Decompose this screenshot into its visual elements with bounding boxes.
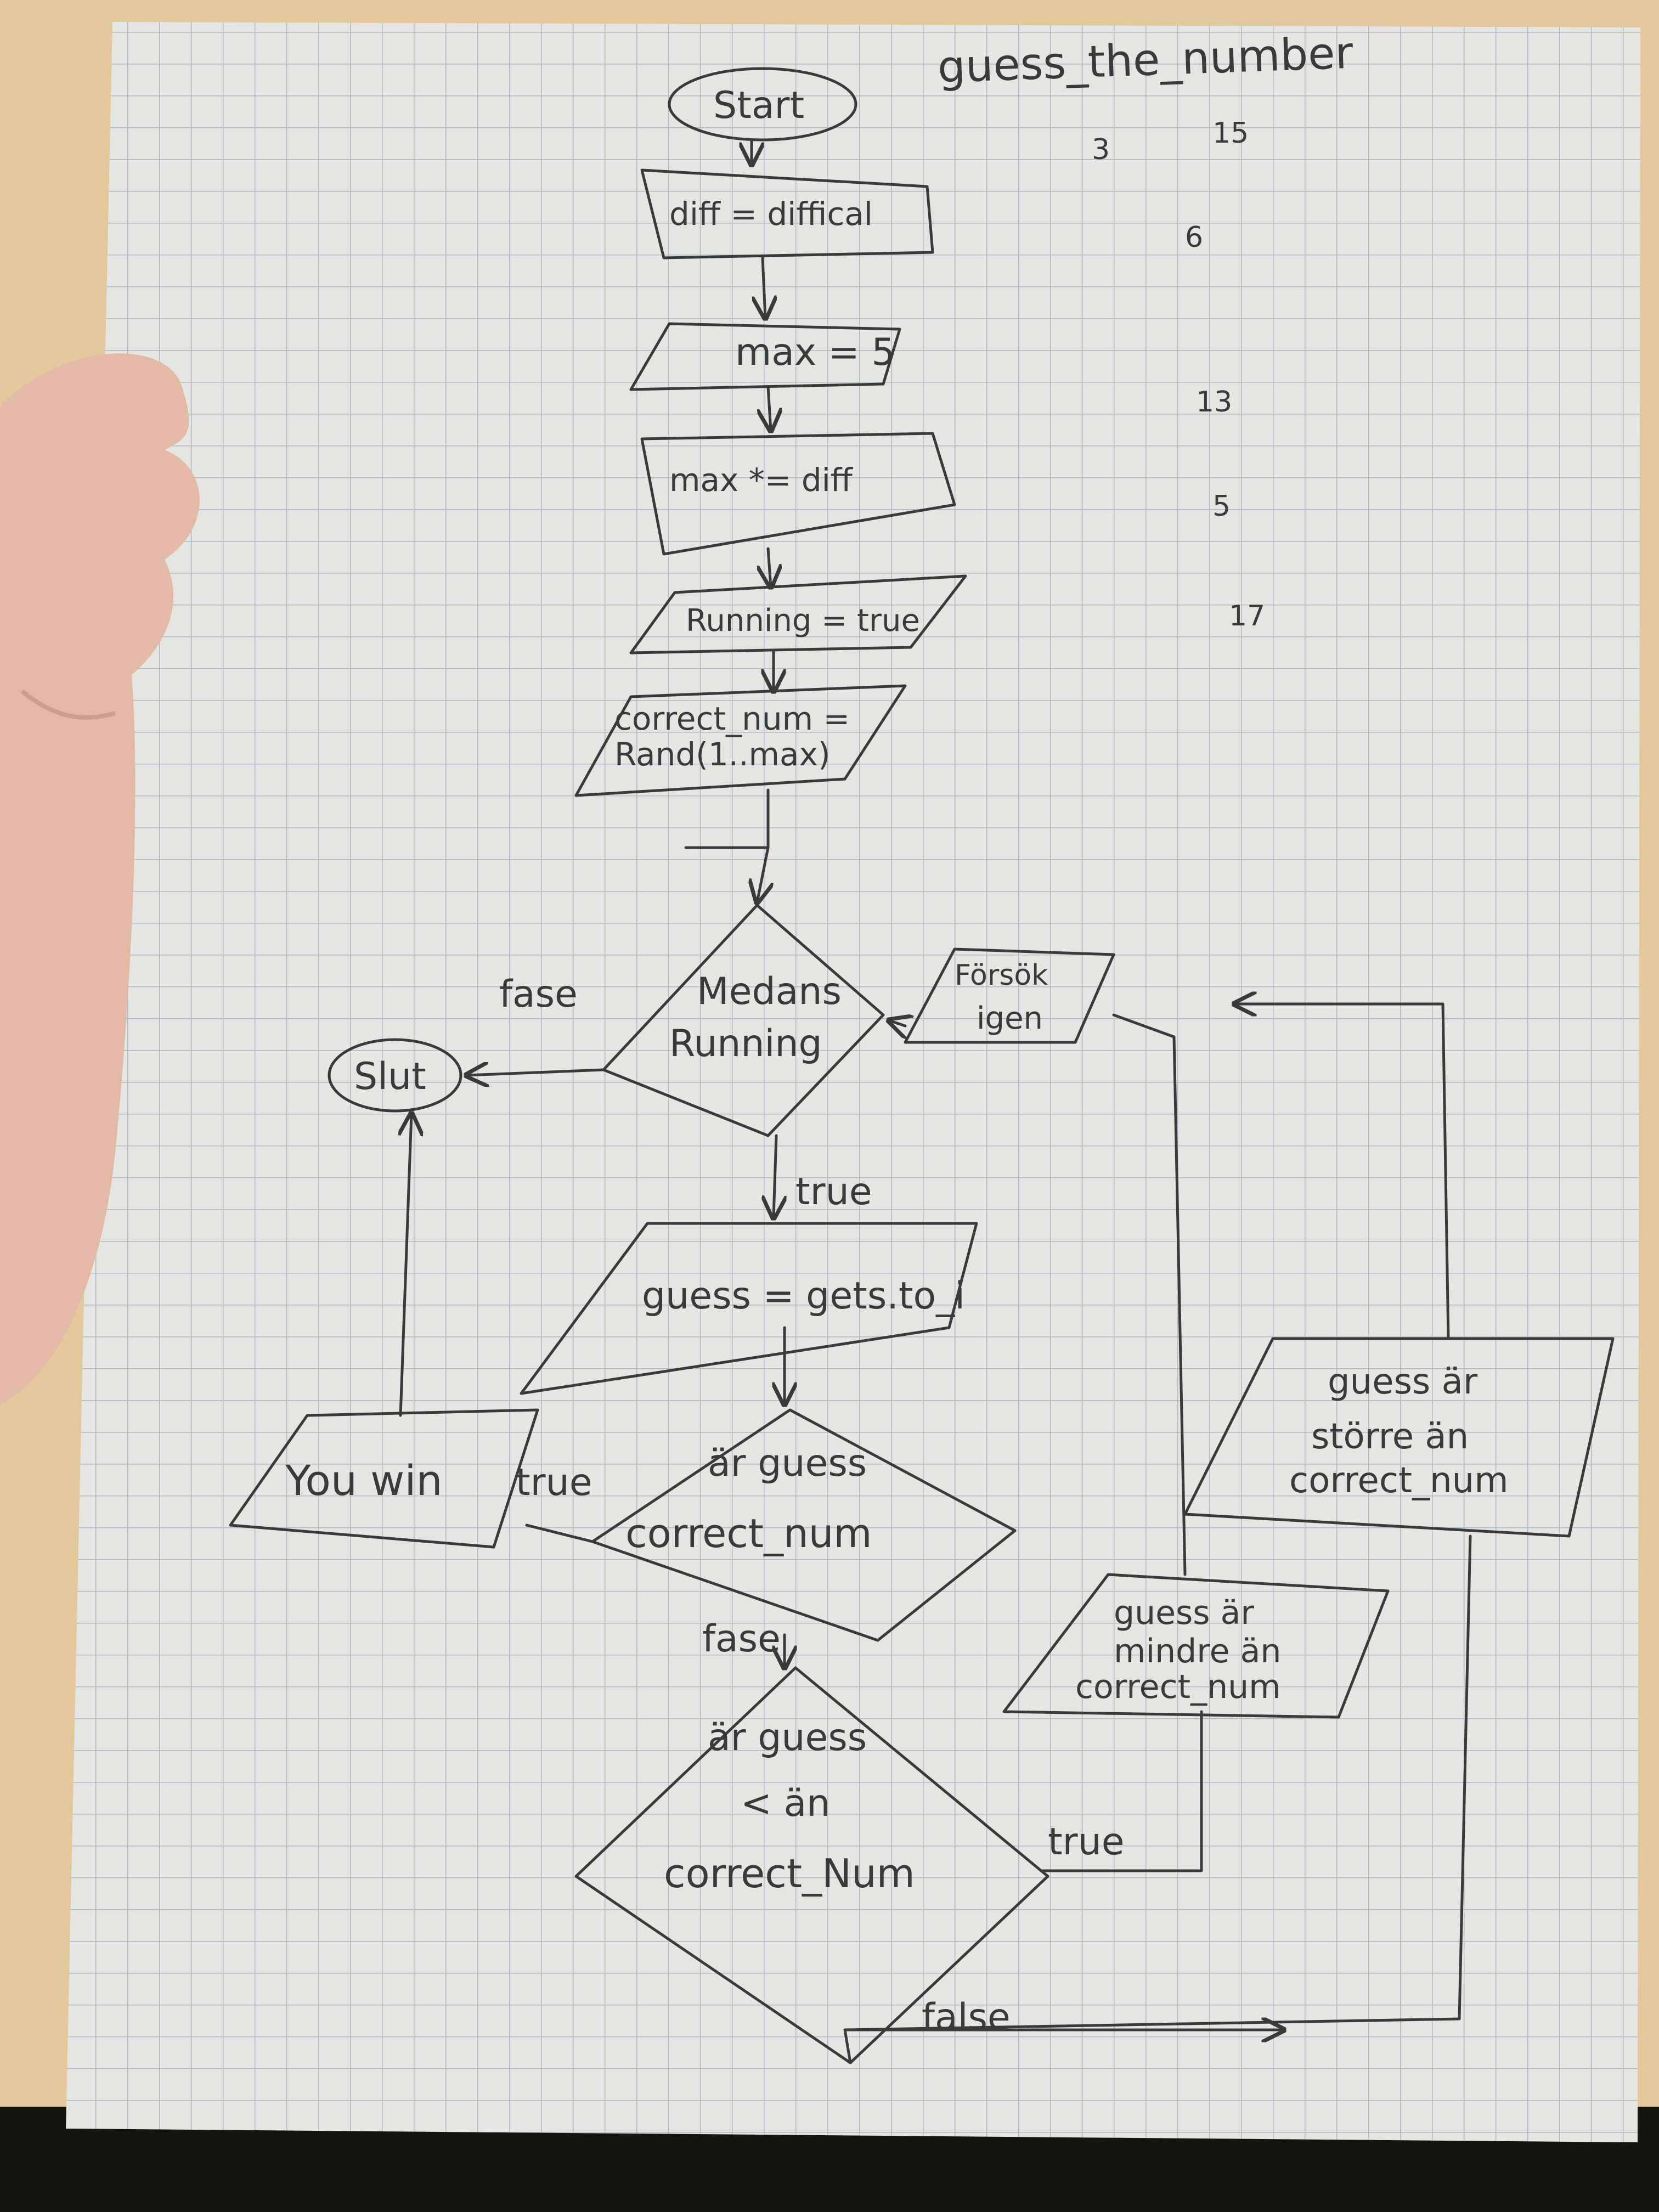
storre-label-3: correct_num — [1289, 1460, 1509, 1501]
edge-label-false: fase — [499, 973, 578, 1016]
youwin-label: You win — [285, 1456, 443, 1505]
ar-eq-label-1: är guess — [708, 1442, 867, 1485]
guess-label: guess = gets.to_i — [642, 1274, 965, 1318]
mindre-label-1: guess är — [1114, 1594, 1254, 1632]
edge-label-true: true — [795, 1170, 872, 1214]
edge-arlt-mindre — [1041, 1710, 1203, 1872]
guess-node — [520, 1222, 978, 1395]
graph-paper — [66, 22, 1640, 2142]
edge-medans-slut — [466, 1070, 605, 1075]
hand — [0, 353, 200, 1405]
hand-crease — [20, 689, 116, 720]
slut-node — [328, 1038, 462, 1113]
ar-eq-label-2: correct_num — [625, 1510, 872, 1556]
margin-number: 13 — [1196, 386, 1232, 419]
margin-number: 15 — [1212, 117, 1249, 150]
edge-label-false: fase — [702, 1617, 781, 1661]
edge-arlt-storre — [843, 1534, 1472, 2064]
edge-label-true: true — [516, 1461, 592, 1504]
diff-label: diff = diffical — [669, 195, 873, 233]
edge-max-maxmul — [768, 385, 771, 431]
edge-forsok-medans — [889, 1020, 905, 1026]
edge-storre-forsok — [1234, 1004, 1450, 1340]
running-node — [629, 574, 967, 654]
edge-mindre-forsok — [1112, 1013, 1187, 1576]
edge-maxmul-running — [768, 547, 771, 587]
margin-number: 3 — [1092, 133, 1110, 166]
storre-node — [1183, 1337, 1615, 1538]
diff-node — [640, 168, 934, 259]
correct-node — [574, 684, 907, 797]
youwin-node — [229, 1408, 539, 1549]
max5-label: max = 5 — [735, 331, 895, 374]
mindre-node — [1002, 1573, 1390, 1719]
edge-youwin-slut — [400, 1114, 411, 1417]
medans-label-2: Running — [669, 1022, 822, 1065]
storre-label-2: större än — [1311, 1417, 1469, 1457]
ar-lt-label-2: < än — [741, 1782, 830, 1825]
edge-areq-youwin — [525, 1523, 594, 1543]
medans-label-1: Medans — [697, 970, 842, 1013]
correct-label-1: correct_num = — [614, 700, 850, 737]
maxmul-label: max *= diff — [669, 461, 854, 499]
correct-label-2: Rand(1..max) — [614, 736, 831, 773]
forsok-node — [904, 947, 1115, 1044]
edge-label-false: false — [922, 1996, 1011, 2039]
running-label: Running = true — [686, 603, 920, 639]
forsok-label-1: Försök — [955, 959, 1048, 992]
margin-number: 6 — [1185, 221, 1203, 254]
max5-node — [629, 322, 901, 391]
medans-node — [602, 904, 885, 1137]
edge-diff-max — [763, 256, 765, 318]
margin-number: 5 — [1212, 490, 1231, 523]
margin-number: 17 — [1229, 600, 1265, 633]
forsok-label-2: igen — [977, 1001, 1043, 1036]
ar-eq-node — [591, 1408, 1017, 1642]
storre-label-1: guess är — [1328, 1362, 1478, 1402]
maxmul-node — [640, 432, 956, 556]
edge-label-true: true — [1048, 1820, 1125, 1864]
start-label: Start — [713, 84, 804, 127]
ar-lt-label-3: correct_Num — [664, 1850, 915, 1897]
mindre-label-2: mindre än — [1114, 1632, 1281, 1671]
slut-label: Slut — [354, 1055, 426, 1098]
edge-correct-medans — [684, 788, 768, 902]
ar-lt-label-1: är guess — [708, 1716, 867, 1759]
edge-medans-guess — [774, 1134, 776, 1218]
mindre-label-3: correct_num — [1075, 1668, 1281, 1706]
start-node — [668, 67, 857, 142]
